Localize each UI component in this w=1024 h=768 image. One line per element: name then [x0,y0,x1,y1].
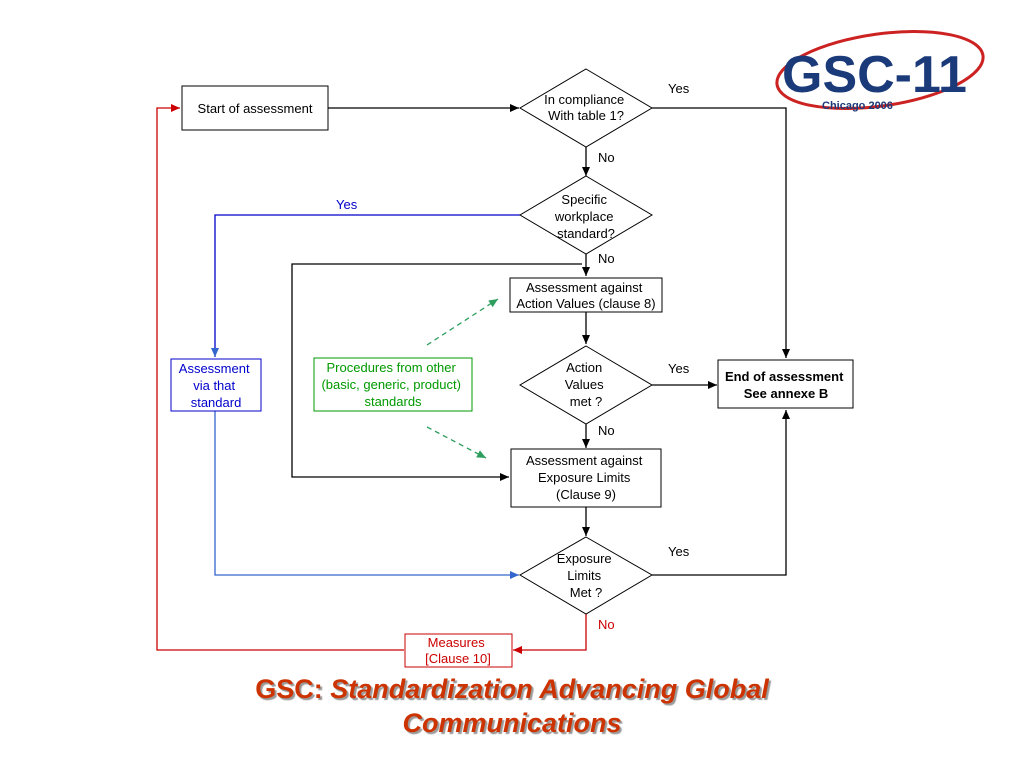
node-measures-line: Measures [428,635,486,650]
node-exposure-met-line: Exposure [557,551,612,566]
node-compliance-line: In compliance [544,92,624,107]
node-action-met: Action Values met ? [519,345,653,425]
node-end: End of assessment See annexe B [717,359,854,409]
footer-tagline: GSC: Standardization Advancing Global Co… [0,672,1024,740]
edge-via-standard-to-exposure [214,411,519,579]
node-action-met-line: Values [565,377,604,392]
footer-prefix: GSC: [255,674,331,704]
svg-text:End of assessment See an: End of assessment See annexe B [725,369,847,401]
node-action-assess: Assessment against Action Values (clause… [509,277,663,313]
node-end-line: See annexe B [744,386,829,401]
edge-compliance-yes [652,107,790,358]
node-specific-line: standard? [557,226,615,241]
node-procedures-line: Procedures from other [327,360,457,375]
node-exposure-met-line: Met ? [570,585,603,600]
edge-exposure-yes [652,410,790,576]
node-specific: Specific workplace standard? [519,175,653,255]
node-procedures-line: standards [364,394,422,409]
svg-text:Action Values met: Action Values met ? [565,360,607,409]
label-exposure-no: No [598,617,615,632]
logo-subtitle: Chicago 2006 [822,100,893,112]
node-specific-line: Specific [561,192,607,207]
node-exposure-assess: Assessment against Exposure Limits (Clau… [510,448,662,508]
node-via-standard: Assessment via that standard [170,358,262,412]
node-via-standard-line: Assessment [179,361,250,376]
svg-text:Measures [Clause 10]: Measures [Clause 10] [425,635,491,666]
node-measures-line: [Clause 10] [425,651,491,666]
node-start-label: Start of assessment [198,101,313,116]
label-compliance-yes: Yes [668,81,690,96]
node-exposure-assess-line: Assessment against [526,453,643,468]
node-exposure-assess-line: Exposure Limits [538,470,631,485]
svg-text:Assessment via that: Assessment via that standard [179,361,253,410]
node-specific-line: workplace [554,209,614,224]
svg-text:Exposure Limits Me: Exposure Limits Met ? [557,551,616,600]
node-procedures: Procedures from other (basic, generic, p… [313,357,473,412]
edge-bypass-to-exposure [291,263,582,481]
label-action-yes: Yes [668,361,690,376]
node-compliance: In compliance With table 1? [519,68,653,148]
node-via-standard-line: standard [191,395,242,410]
footer-line1: Standardization Advancing Global [330,674,769,704]
gsc11-logo: GSC-11 Chicago 2006 [775,30,985,112]
node-measures: Measures [Clause 10] [404,633,513,668]
label-compliance-no: No [598,150,615,165]
node-action-met-line: Action [566,360,602,375]
node-exposure-met-line: Limits [567,568,601,583]
label-action-no: No [598,423,615,438]
node-action-assess-line: Action Values (clause 8) [516,296,655,311]
node-action-assess-line: Assessment against [526,280,643,295]
edge-specific-yes [211,214,520,357]
edge-procedures-to-exposure [426,426,487,459]
svg-text:Procedures from other (b: Procedures from other (basic, generic, p… [321,360,464,409]
svg-text:Specific workplace: Specific workplace standard? [554,192,617,241]
edge-exposure-no [513,614,587,654]
edge-measures-loop [156,104,404,651]
svg-text:In compliance With table: In compliance With table 1? [544,92,628,123]
node-start: Start of assessment [181,85,329,131]
svg-text:Assessment against Actio: Assessment against Action Values (clause… [516,280,655,311]
node-exposure-assess-line: (Clause 9) [556,487,616,502]
node-action-met-line: met ? [570,394,603,409]
node-exposure-met: Exposure Limits Met ? [519,536,653,615]
label-specific-no: No [598,251,615,266]
node-end-line: End of assessment [725,369,844,384]
edge-procedures-to-action [426,298,499,346]
node-compliance-line: With table 1? [548,108,624,123]
label-exposure-yes: Yes [668,544,690,559]
node-procedures-line: (basic, generic, product) [321,377,460,392]
logo-text: GSC-11 [782,46,967,104]
footer-line-1: GSC: Standardization Advancing Global [0,672,1024,706]
node-via-standard-line: via that [193,378,235,393]
footer-line2: Communications [402,708,622,738]
label-specific-yes: Yes [336,197,358,212]
svg-text:Assessment against Expos: Assessment against Exposure Limits (Clau… [526,453,646,502]
